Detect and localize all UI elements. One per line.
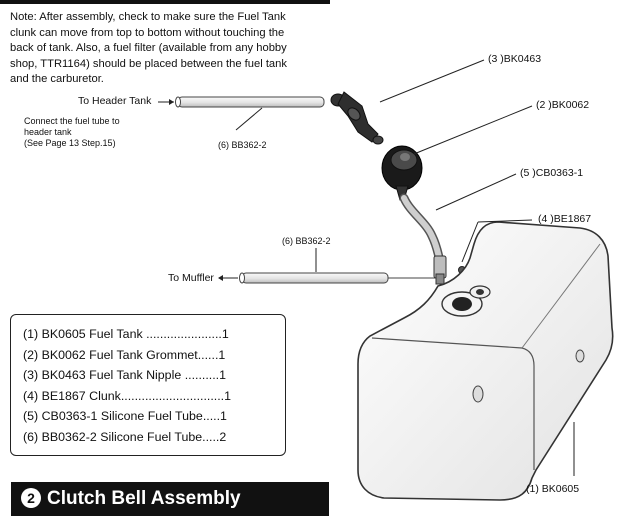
callout-silicone-tube: (5 )CB0363-1 xyxy=(520,167,584,179)
parts-list: (1) BK0605 Fuel Tank ...................… xyxy=(10,314,286,456)
fuel-tube-lower xyxy=(239,272,436,284)
note-line: back of tank. Also, a fuel filter (avail… xyxy=(10,42,287,55)
callout-tube-lower: (6) BB362-2 xyxy=(282,236,331,246)
to-header-tank-label: To Header Tank xyxy=(78,95,152,107)
callout-nipple: (3 )BK0463 xyxy=(488,53,542,65)
connect-note-line: Connect the fuel tube to xyxy=(24,116,120,126)
list-item: (3) BK0463 Fuel Tank Nipple ..........1 xyxy=(23,368,227,383)
section-heading: 2 Clutch Bell Assembly xyxy=(11,482,329,516)
fuel-tube-upper xyxy=(175,96,325,108)
note-line: Note: After assembly, check to make sure… xyxy=(10,11,286,23)
fuel-tank-nipple xyxy=(330,91,384,145)
list-item: (2) BK0062 Fuel Tank Grommet......1 xyxy=(23,347,226,362)
list-item: (6) BB0362-2 Silicone Fuel Tube.....2 xyxy=(23,429,227,444)
section-title: Clutch Bell Assembly xyxy=(47,488,241,509)
clunk xyxy=(433,255,466,285)
assembly-note: Note: After assembly, check to make sure… xyxy=(10,10,340,88)
fuel-tank xyxy=(357,221,614,501)
section-number-badge: 2 xyxy=(21,488,41,508)
connect-note-line: (See Page 13 Step.15) xyxy=(24,138,116,148)
fuel-tank-grommet xyxy=(381,145,423,201)
top-rule xyxy=(0,0,330,4)
callout-tank: (1) BK0605 xyxy=(526,483,580,495)
arrow-left-icon xyxy=(158,99,174,105)
note-line: shop, TTR1164) should be placed between … xyxy=(10,57,287,70)
connect-note-line: header tank xyxy=(24,127,72,137)
list-item: (4) BE1867 Clunk........................… xyxy=(23,388,232,403)
note-line: and the carburetor. xyxy=(10,73,104,86)
list-item: (1) BK0605 Fuel Tank ...................… xyxy=(23,327,229,341)
connect-fuel-tube-note: Connect the fuel tube to header tank (Se… xyxy=(24,116,120,149)
callout-grommet: (2 )BK0062 xyxy=(536,99,590,111)
callout-leaders xyxy=(235,59,575,476)
note-line: clunk can move from top to bottom withou… xyxy=(10,26,285,39)
callout-tube-upper: (6) BB362-2 xyxy=(218,140,267,150)
callout-clunk: (4 )BE1867 xyxy=(538,213,592,225)
list-item: (5) CB0363-1 Silicone Fuel Tube.....1 xyxy=(23,409,227,424)
to-muffler-label: To Muffler xyxy=(168,272,214,284)
silicone-fuel-tube xyxy=(399,193,445,267)
arrow-left-icon xyxy=(218,275,238,281)
